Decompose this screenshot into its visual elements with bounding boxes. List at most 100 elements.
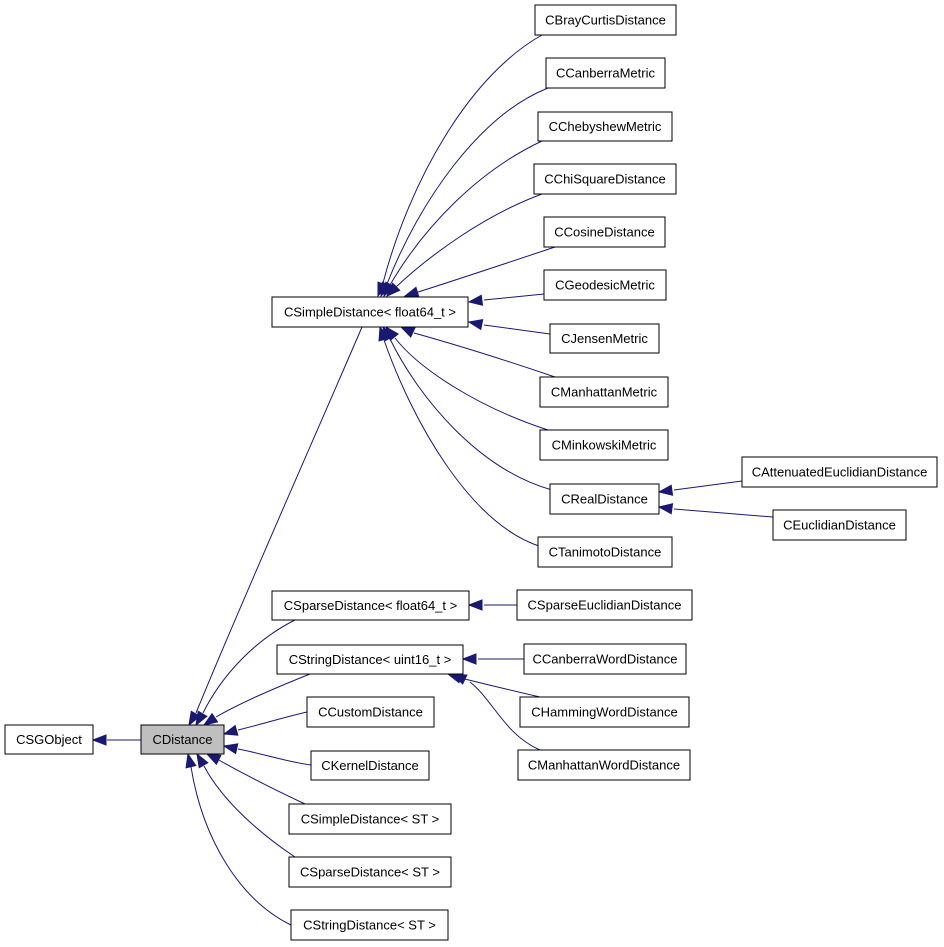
class-node-ccanberra[interactable]: CCanberraMetric: [545, 57, 666, 89]
inheritance-edge-ctanimoto-to-csimple_f64: [378, 325, 543, 548]
inheritance-edge-csparseeuclidian-to-csparse_f64: [467, 599, 517, 611]
edge-line: [190, 766, 292, 926]
edge-line: [417, 246, 556, 293]
class-node-cchisquare[interactable]: CChiSquareDistance: [533, 163, 677, 195]
edges-layer: [91, 34, 774, 926]
class-node-cdistance: CDistance: [140, 724, 225, 755]
class-node-cmanhattanword[interactable]: CManhattanWordDistance: [517, 749, 691, 781]
class-node-cchebyshew[interactable]: CChebyshewMetric: [537, 111, 673, 142]
class-node-label: CKernelDistance: [321, 758, 419, 773]
arrowhead-icon: [657, 503, 674, 515]
arrowhead-icon: [467, 599, 483, 611]
class-node-label: CStringDistance< uint16_t >: [289, 652, 452, 667]
edge-line: [413, 332, 556, 378]
class-node-cmanhattan[interactable]: CManhattanMetric: [539, 376, 669, 408]
class-node-ccustom[interactable]: CCustomDistance: [306, 696, 435, 728]
class-node-label: CRealDistance: [561, 492, 648, 507]
arrowhead-icon: [202, 712, 219, 726]
edge-line: [386, 87, 549, 285]
class-node-csparse_st[interactable]: CSparseDistance< ST >: [288, 856, 452, 888]
arrowhead-icon: [467, 294, 484, 306]
class-node-ctanimoto[interactable]: CTanimotoDistance: [537, 536, 673, 568]
inheritance-edge-cattenuated-to-creal: [657, 480, 743, 496]
inheritance-edge-cgeodesic-to-csimple_f64: [467, 293, 545, 306]
arrowhead-icon: [185, 752, 197, 769]
class-node-cbraycurtis[interactable]: CBrayCurtisDistance: [534, 4, 677, 36]
class-node-label: CTanimotoDistance: [549, 545, 662, 560]
edge-line: [237, 711, 308, 731]
arrowhead-icon: [188, 710, 201, 727]
class-node-label: CAttenuatedEuclidianDistance: [752, 465, 928, 480]
inheritance-edge-cchebyshew-to-csimple_f64: [383, 140, 543, 298]
edge-line: [382, 34, 543, 284]
arrowhead-icon: [467, 319, 484, 331]
inheritance-edge-cjensen-to-csimple_f64: [467, 319, 551, 335]
arrowhead-icon: [378, 325, 390, 342]
class-node-box: [516, 589, 693, 621]
class-node-box: [741, 456, 938, 488]
edge-line: [673, 480, 743, 491]
class-node-csimple_f64[interactable]: CSimpleDistance< float64_t >: [271, 296, 469, 328]
class-node-box: [543, 216, 666, 248]
class-node-ceuclidian[interactable]: CEuclidianDistance: [772, 509, 907, 541]
inheritance-edge-csparse_f64-to-cdistance: [195, 619, 296, 727]
class-node-cstring_st[interactable]: CStringDistance< ST >: [290, 909, 449, 941]
arrowhead-icon: [461, 653, 477, 665]
class-node-box: [537, 536, 673, 568]
class-node-box: [306, 696, 435, 728]
edge-line: [395, 193, 543, 288]
class-node-box: [271, 296, 469, 328]
class-node-label: CSparseEuclidianDistance: [528, 598, 682, 613]
inheritance-edge-cdistance-to-csgobject: [91, 734, 141, 746]
inheritance-edge-csparse_st-to-cdistance: [196, 752, 296, 858]
class-node-box: [517, 749, 691, 781]
class-node-box: [549, 323, 660, 354]
class-node-cattenuated[interactable]: CAttenuatedEuclidianDistance: [741, 456, 938, 488]
class-node-label: CChebyshewMetric: [549, 119, 662, 134]
inheritance-edge-cstring_st-to-cdistance: [185, 752, 292, 926]
edge-line: [383, 339, 543, 548]
class-node-box: [533, 163, 677, 195]
class-node-creal[interactable]: CRealDistance: [549, 483, 660, 515]
class-node-box: [537, 111, 673, 142]
class-node-label: CDistance: [153, 732, 213, 747]
class-node-box: [290, 909, 449, 941]
class-node-ccosine[interactable]: CCosineDistance: [543, 216, 666, 248]
class-node-cminkowski[interactable]: CMinkowskiMetric: [539, 429, 669, 461]
edge-line: [216, 758, 306, 805]
inheritance-edge-csimple_f64-to-cdistance: [188, 326, 363, 727]
inheritance-edge-cmanhattan-to-csimple_f64: [399, 326, 556, 378]
class-node-ckernel[interactable]: CKernelDistance: [310, 750, 430, 781]
class-node-cstring_u16[interactable]: CStringDistance< uint16_t >: [276, 644, 464, 675]
class-node-ccanberraword[interactable]: CCanberraWordDistance: [523, 643, 687, 675]
inheritance-edge-ceuclidian-to-creal: [657, 503, 774, 518]
class-node-label: CMinkowskiMetric: [552, 438, 657, 453]
edge-line: [389, 140, 543, 286]
class-node-label: CStringDistance< ST >: [303, 918, 436, 933]
arrowhead-icon: [386, 282, 401, 297]
class-node-box: [545, 57, 666, 89]
arrowhead-icon: [403, 286, 420, 298]
class-node-csparse_f64[interactable]: CSparseDistance< float64_t >: [271, 590, 470, 621]
class-node-cjensen[interactable]: CJensenMetric: [549, 323, 660, 354]
class-node-label: CHammingWordDistance: [531, 705, 677, 720]
class-node-csgobject[interactable]: CSGObject: [4, 724, 94, 755]
class-node-label: CSGObject: [16, 732, 82, 747]
edge-line: [215, 673, 311, 718]
inheritance-edge-cminkowski-to-csimple_f64: [385, 325, 549, 431]
class-node-csparseeuclidian[interactable]: CSparseEuclidianDistance: [516, 589, 693, 621]
class-node-box: [543, 269, 667, 301]
class-node-chammingword[interactable]: CHammingWordDistance: [519, 696, 690, 728]
class-node-label: CSparseDistance< ST >: [300, 865, 440, 880]
class-node-label: CGeodesicMetric: [555, 278, 655, 293]
class-node-box: [772, 509, 907, 541]
class-node-csimple_st[interactable]: CSimpleDistance< ST >: [288, 803, 452, 835]
class-node-box: [288, 856, 452, 888]
class-node-cgeodesic[interactable]: CGeodesicMetric: [543, 269, 667, 301]
arrowhead-icon: [657, 484, 674, 496]
class-node-box: [519, 696, 690, 728]
class-node-box: [310, 750, 430, 781]
class-node-label: CCanberraWordDistance: [533, 652, 678, 667]
arrowhead-icon: [222, 743, 239, 755]
